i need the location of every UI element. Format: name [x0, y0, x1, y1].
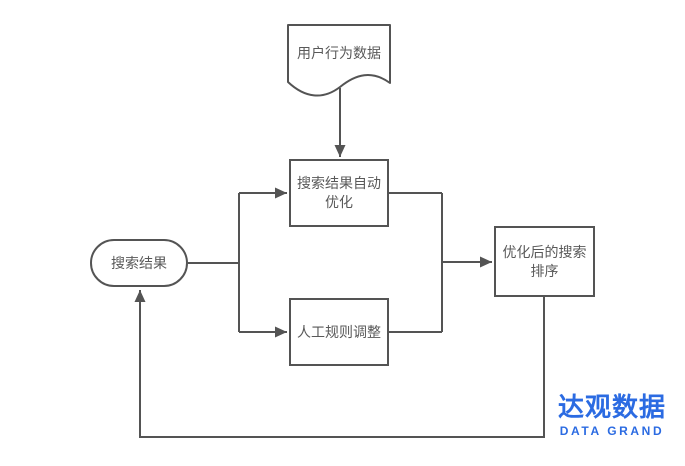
- logo-chinese-name: 达观数据: [557, 392, 666, 422]
- logo-english-name: DATA GRAND: [559, 424, 665, 439]
- node-manual-rules: 人工规则调整: [289, 298, 389, 366]
- node-label: 人工规则调整: [297, 323, 381, 340]
- document-shape-outline: [287, 24, 391, 97]
- node-optimized-ranking: 优化后的搜索排序: [494, 226, 595, 297]
- edge-feedback-to-searchresults: [134, 290, 545, 438]
- datagrand-logo: 达观数据 DATA GRAND: [556, 392, 668, 439]
- node-label: 优化后的搜索排序: [502, 243, 587, 279]
- node-label: 搜索结果自动优化: [297, 175, 381, 210]
- node-label: 用户行为数据: [297, 44, 381, 61]
- edge-merge-junction: [389, 192, 443, 333]
- node-search-results: 搜索结果: [90, 239, 188, 287]
- edge-searchresults-split: [188, 193, 240, 332]
- node-user-behavior-data: 用户行为数据: [288, 25, 390, 81]
- node-label: 搜索结果: [111, 254, 167, 271]
- node-auto-optimize: 搜索结果自动优化: [289, 159, 389, 227]
